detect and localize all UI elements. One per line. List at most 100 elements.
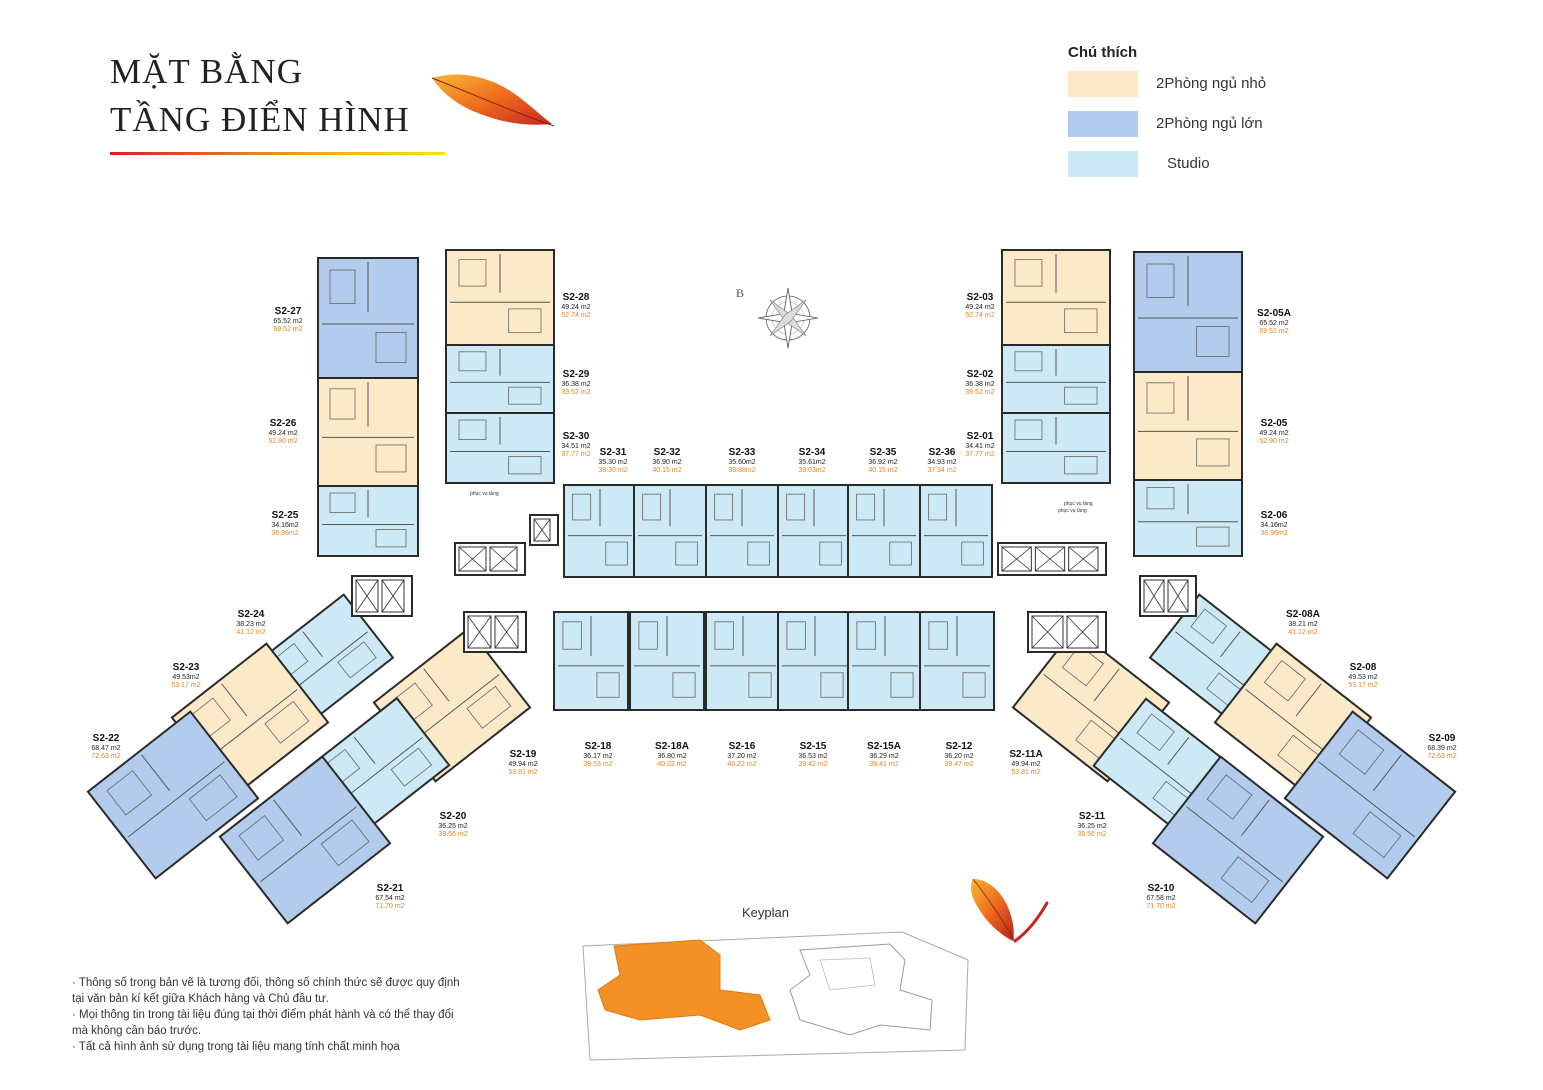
unit-area-gross: 40.15 m2 xyxy=(868,467,898,474)
unit-area-gross: 52.74 m2 xyxy=(561,312,591,319)
unit-area-net: 49.94 m2 xyxy=(508,761,538,768)
unit-block-s2-29 xyxy=(445,344,555,414)
unit-block-s2-06 xyxy=(1133,479,1243,557)
unit-code: S2-33 xyxy=(728,447,756,458)
legend-label-large-2br: 2Phòng ngủ lớn xyxy=(1156,115,1263,132)
unit-block-top-5 xyxy=(919,484,993,578)
unit-code: S2-18 xyxy=(584,741,612,752)
unit-area-net: 36.80 m2 xyxy=(657,753,687,760)
unit-area-net: 36.90 m2 xyxy=(652,459,682,466)
unit-area-net: 49.24 m2 xyxy=(965,304,995,311)
unit-area-gross: 40.15 m2 xyxy=(652,467,682,474)
unit-area-gross: 37.94 m2 xyxy=(927,467,957,474)
unit-area-gross: 71.70 m2 xyxy=(1146,903,1176,910)
unit-block-top-1 xyxy=(633,484,707,578)
unit-area-gross: 52.90 m2 xyxy=(268,438,298,445)
unit-area-net: 65.52 m2 xyxy=(273,318,303,325)
unit-area-net: 35.30 m2 xyxy=(598,459,628,466)
unit-area-net: 34.93 m2 xyxy=(927,459,957,466)
unit-area-net: 49.24 m2 xyxy=(268,430,298,437)
unit-area-net: 34.51 m2 xyxy=(561,443,591,450)
unit-code: S2-30 xyxy=(562,431,590,442)
unit-code: S2-29 xyxy=(562,369,590,380)
unit-area-net: 36.17 m2 xyxy=(583,753,613,760)
unit-code: S2-11A xyxy=(1009,749,1043,760)
unit-code: S2-01 xyxy=(966,431,994,442)
keyplan-label: Keyplan xyxy=(742,905,789,920)
unit-area-gross: 39.52 m2 xyxy=(561,389,591,396)
unit-code: S2-25 xyxy=(271,510,299,521)
unit-area-net: 34.41 m2 xyxy=(965,443,995,450)
unit-area-gross: 53.81 m2 xyxy=(1011,769,1041,776)
unit-block-bottom-0 xyxy=(553,611,629,711)
feather-icon xyxy=(431,74,555,127)
unit-code: S2-21 xyxy=(376,883,404,894)
keyplan-map xyxy=(582,931,969,1061)
unit-area-net: 36.25 m2 xyxy=(1077,823,1107,830)
unit-code: S2-35 xyxy=(869,447,897,458)
unit-code: S2-02 xyxy=(966,369,994,380)
unit-area-gross: 71.70 m2 xyxy=(375,903,405,910)
elevator-core xyxy=(1139,575,1197,617)
unit-code: S2-28 xyxy=(562,292,590,303)
unit-area-gross: 40.22 m2 xyxy=(727,761,757,768)
unit-area-gross: 41.12 m2 xyxy=(1288,629,1318,636)
unit-area-gross: 52.74 m2 xyxy=(965,312,995,319)
unit-block-s2-21 xyxy=(218,755,392,925)
service-label: phục vụ tầng xyxy=(1058,508,1087,514)
unit-area-gross: 39.53 m2 xyxy=(583,761,613,768)
unit-area-gross: 52.90 m2 xyxy=(1259,438,1289,445)
unit-block-bottom-3 xyxy=(777,611,853,711)
compass-icon xyxy=(757,287,819,349)
legend-swatch-studio xyxy=(1068,151,1138,177)
unit-area-gross: 37.77 m2 xyxy=(965,451,995,458)
elevator-core xyxy=(454,542,526,576)
unit-code: S2-31 xyxy=(599,447,627,458)
unit-area-net: 38.21 m2 xyxy=(1288,621,1318,628)
title-underline xyxy=(110,152,445,155)
unit-area-net: 67.58 m2 xyxy=(1146,895,1176,902)
unit-code: S2-34 xyxy=(798,447,826,458)
unit-code: S2-08 xyxy=(1349,662,1377,673)
unit-code: S2-05 xyxy=(1260,418,1288,429)
unit-area-net: 65.52 m2 xyxy=(1259,320,1289,327)
unit-area-net: 35.60m2 xyxy=(728,459,756,466)
unit-block-s2-28 xyxy=(445,249,555,346)
unit-area-net: 38.23 m2 xyxy=(236,621,266,628)
unit-area-gross: 53.17 m2 xyxy=(1348,682,1378,689)
unit-area-net: 34.16m2 xyxy=(271,522,299,529)
unit-area-gross: 38.88m2 xyxy=(728,467,756,474)
unit-code: S2-11 xyxy=(1078,811,1106,822)
unit-area-gross: 39.03m2 xyxy=(798,467,826,474)
unit-area-gross: 37.77 m2 xyxy=(561,451,591,458)
unit-code: S2-15A xyxy=(867,741,901,752)
feather-icon xyxy=(971,878,1049,943)
unit-area-gross: 39.47 m2 xyxy=(944,761,974,768)
note-line: · Thông số trong bản vẽ là tương đối, th… xyxy=(72,977,460,989)
unit-block-top-4 xyxy=(847,484,921,578)
unit-block-s2-27 xyxy=(317,257,419,379)
unit-code: S2-08A xyxy=(1286,609,1320,620)
unit-code: S2-06 xyxy=(1260,510,1288,521)
legend-label-studio: Studio xyxy=(1167,155,1210,172)
unit-area-gross: 41.12 m2 xyxy=(236,629,266,636)
unit-block-top-2 xyxy=(705,484,779,578)
unit-area-gross: 72.63 m2 xyxy=(1427,753,1457,760)
unit-code: S2-20 xyxy=(439,811,467,822)
unit-code: S2-27 xyxy=(274,306,302,317)
unit-area-gross: 36.96m2 xyxy=(271,530,299,537)
unit-area-gross: 53.81 m2 xyxy=(508,769,538,776)
service-label: phục vụ tầng xyxy=(470,491,499,497)
unit-code: S2-36 xyxy=(928,447,956,458)
unit-block-s2-01 xyxy=(1001,412,1111,484)
unit-area-gross: 53.17 m2 xyxy=(171,682,201,689)
unit-code: S2-10 xyxy=(1147,883,1175,894)
unit-block-bottom-5 xyxy=(919,611,995,711)
unit-area-gross: 39.56 m2 xyxy=(438,831,468,838)
unit-area-gross: 40.02 m2 xyxy=(657,761,687,768)
elevator-core xyxy=(351,575,413,617)
unit-code: S2-24 xyxy=(237,609,265,620)
elevator-core xyxy=(463,611,527,653)
unit-area-net: 49.53 m2 xyxy=(1348,674,1378,681)
unit-area-gross: 38.30 m2 xyxy=(598,467,628,474)
